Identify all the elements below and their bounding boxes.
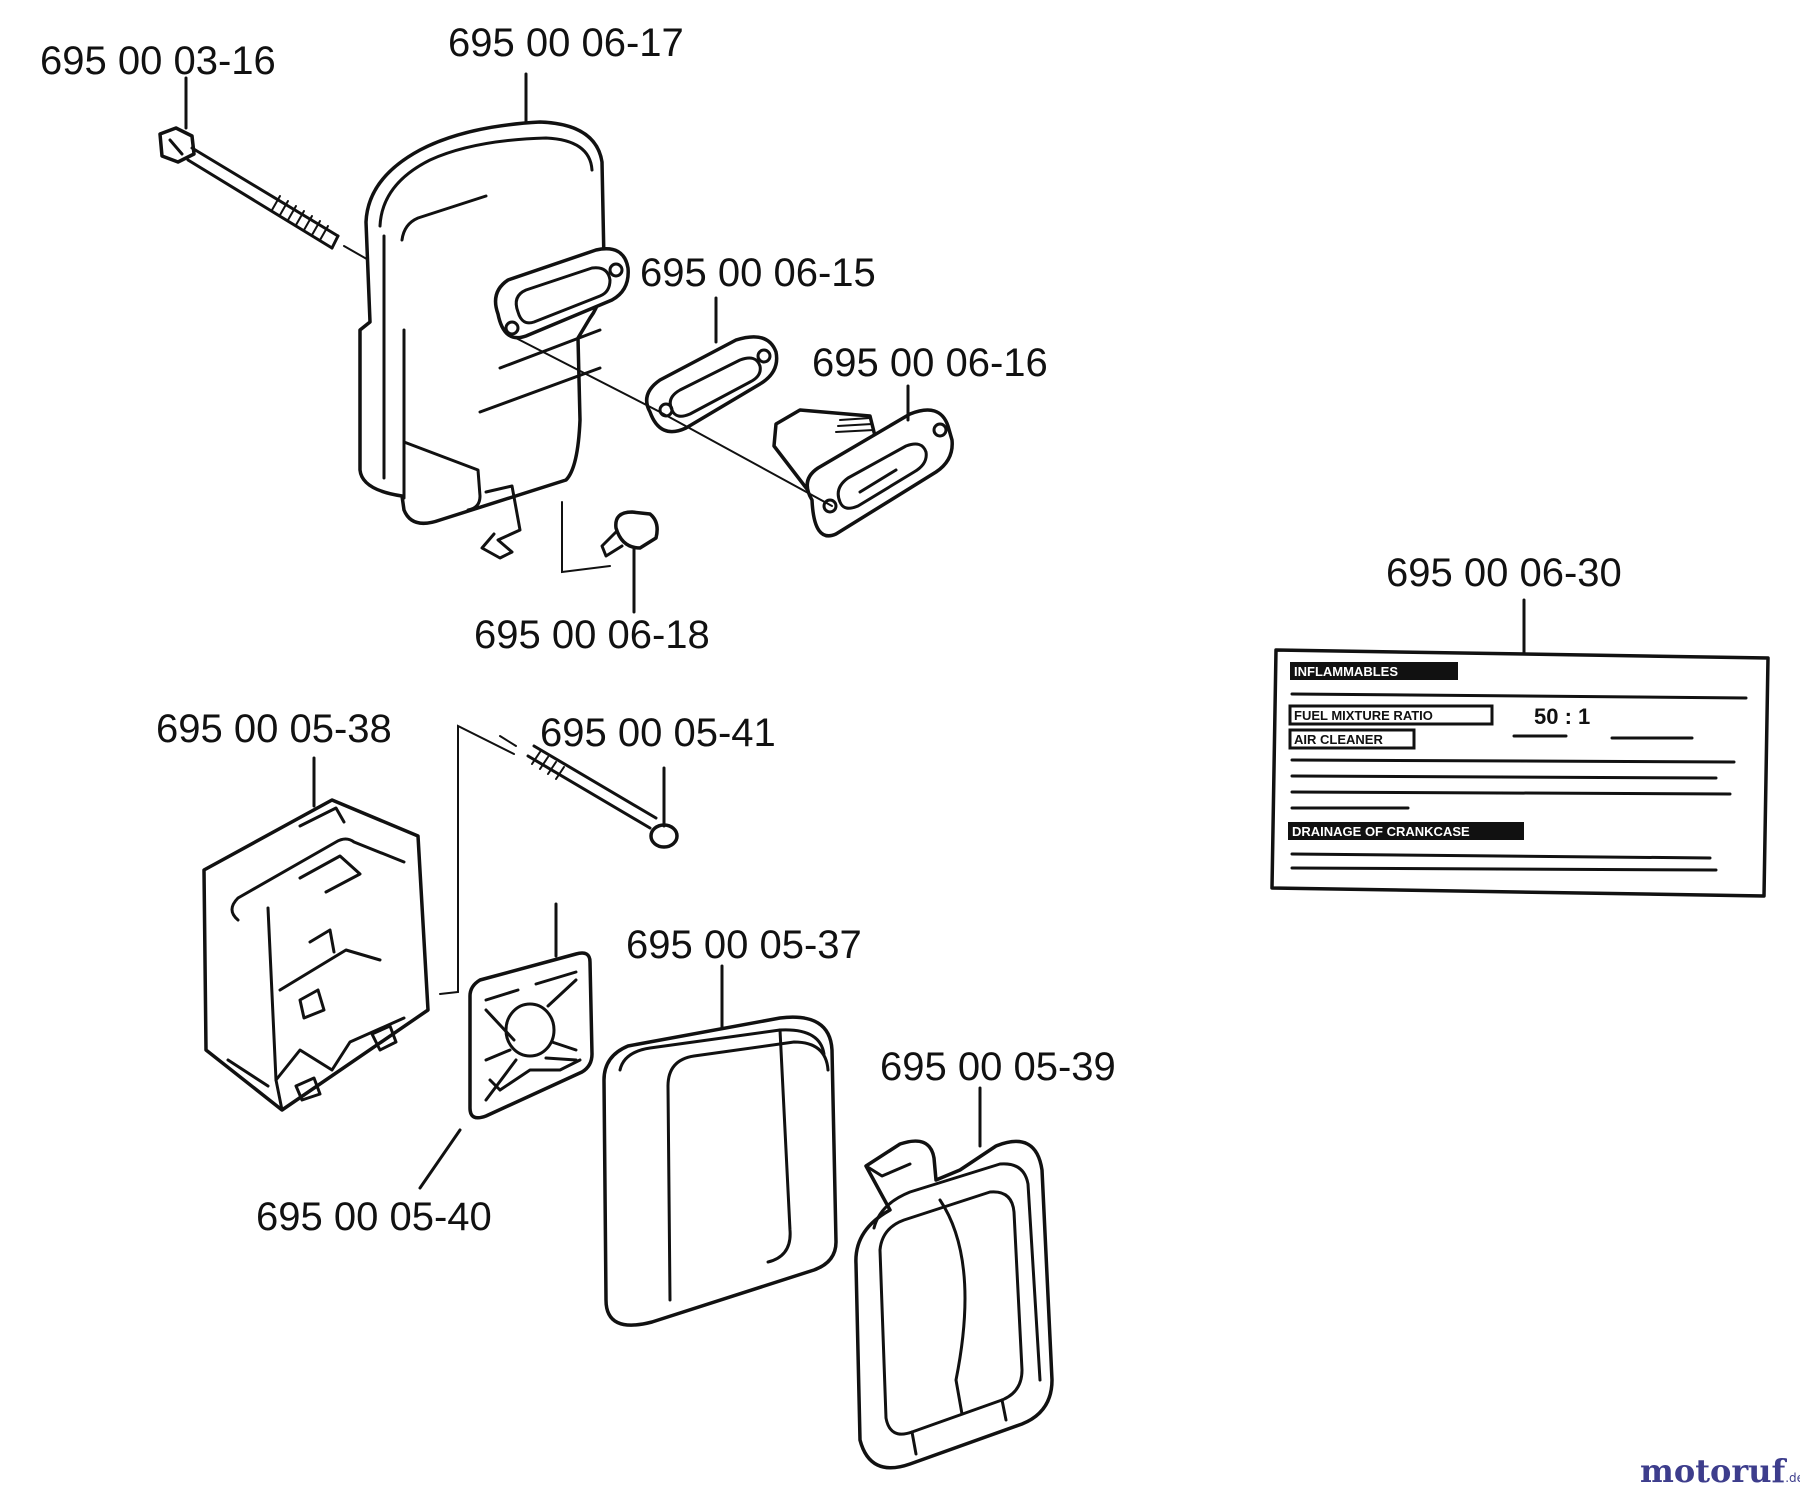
screw-part [600,510,659,558]
label-695-00-06-16: 695 00 06-16 [812,341,1048,385]
decal-tag-inflammables: INFLAMMABLES [1294,664,1398,679]
label-695-00-06-30: 695 00 06-30 [1386,551,1622,595]
leader-plate-label [418,1128,462,1190]
label-695-00-06-18: 695 00 06-18 [474,613,710,657]
bolt-part [158,126,373,263]
decal-tag-drainage: DRAINAGE OF CRANKCASE [1292,824,1470,839]
label-695-00-05-39: 695 00 05-39 [880,1045,1116,1089]
watermark-logo: motoruf.de [1640,1452,1800,1490]
air-cleaner-cover-part [854,1139,1054,1470]
leader-lines [184,72,1526,1190]
assembly-line-screw [561,501,611,574]
label-695-00-05-37: 695 00 05-37 [626,923,862,967]
decal-part: INFLAMMABLES FUEL MIXTURE RATIO 50 : 1 A… [1270,648,1770,898]
svg-text:motoruf.de: motoruf.de [1640,1452,1800,1490]
assembly-line-housing [439,724,515,995]
watermark-suffix: .de [1785,1471,1800,1485]
label-695-00-06-15: 695 00 06-15 [640,251,876,295]
decal-tag-fuel-mixture: FUEL MIXTURE RATIO [1294,708,1433,723]
label-695-00-05-40: 695 00 05-40 [256,1195,492,1239]
watermark-text: motoruf [1640,1452,1787,1490]
air-filter-part [602,1015,838,1327]
gasket-part [644,335,779,434]
part-labels: 695 00 03-16 695 00 06-17 695 00 06-15 6… [40,21,1622,1239]
flange-part [772,408,954,538]
decal-ratio: 50 : 1 [1534,704,1590,729]
muffler-part [358,120,630,560]
label-695-00-05-38: 695 00 05-38 [156,707,392,751]
air-cleaner-screw-part [499,735,679,849]
label-695-00-05-41: 695 00 05-41 [540,711,776,755]
decal-tag-air-cleaner: AIR CLEANER [1294,732,1383,747]
assembly-line-muffler [511,335,833,507]
label-695-00-03-16: 695 00 03-16 [40,39,276,83]
filter-plate-part [468,951,594,1120]
air-cleaner-housing-part [202,798,430,1112]
label-695-00-06-17: 695 00 06-17 [448,21,684,65]
